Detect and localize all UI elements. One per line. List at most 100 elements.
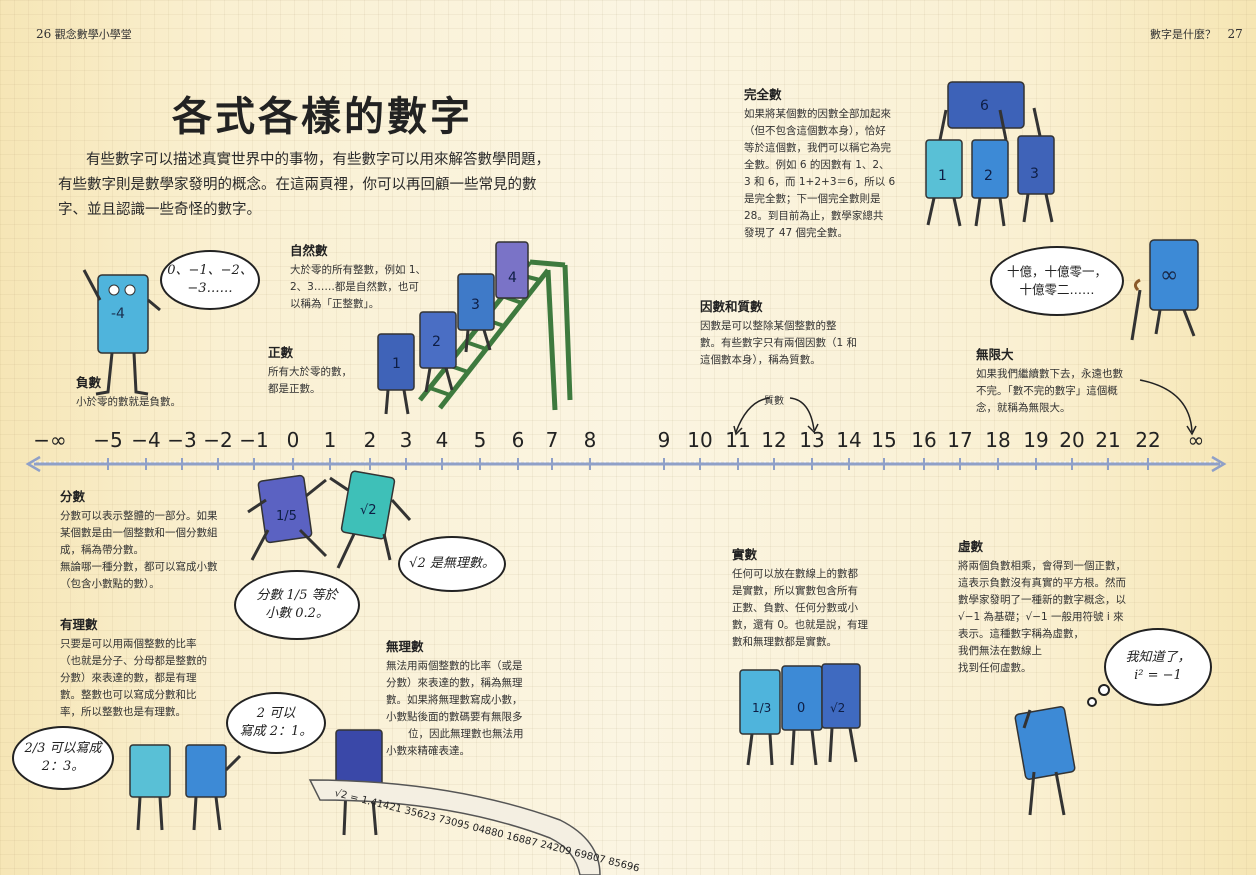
tick-label: 6 — [511, 428, 525, 452]
positive-line: 所有大於零的數， — [268, 366, 352, 378]
left-section-title: 觀念數學小學堂 — [54, 28, 132, 41]
left-page-number: 26 — [36, 27, 52, 41]
real-line: 任何可以放在數線上的數都 — [732, 568, 858, 580]
negative-character: -4 — [82, 269, 161, 396]
bubble-sqrt2: √2 是無理數。 — [398, 536, 506, 592]
stair-label-4: 4 — [508, 270, 517, 286]
tick-label: ∞ — [1187, 428, 1205, 452]
tick-label: 19 — [1023, 428, 1049, 452]
section-positive: 正數 所有大於零的數， 都是正數。 — [268, 342, 388, 398]
irrational-line: 小數來精確表達。 — [386, 745, 470, 757]
perfect-line: 3 和 6，而 1+2+3＝6，所以 6 — [744, 176, 896, 188]
imaginary-line: 表示。這種數字稱為虛數， — [958, 628, 1084, 640]
tick-label: 2 — [363, 428, 377, 452]
tick-label: −4 — [131, 428, 161, 452]
perfect-line: 如果將某個數的因數全部加起來 — [744, 108, 891, 120]
stair-label-1: 1 — [392, 356, 401, 372]
fraction-line: 無論哪一種分數，都可以寫成小數 — [60, 561, 218, 573]
prime-line: 數。有些數字只有兩個因數（1 和 — [700, 337, 858, 349]
tick-label: 0 — [286, 428, 300, 452]
intro-line: 有些數字則是數學家發明的概念。在這兩頁裡，你可以再回顧一些常見的數 — [58, 177, 537, 193]
fraction-line: 成，稱為帶分數。 — [60, 544, 144, 556]
tick-label: 5 — [473, 428, 487, 452]
rational-characters — [129, 744, 242, 831]
irrational-line: 無法用兩個整數的比率（或是 — [386, 660, 523, 672]
rational-line: 數。整數也可以寫成分數和比 — [60, 689, 197, 701]
perfect-characters: 6 1 2 3 — [925, 81, 1055, 227]
perfect-label-1: 1 — [938, 168, 947, 184]
tick-label: 22 — [1135, 428, 1161, 452]
tick-label: 7 — [545, 428, 559, 452]
fraction-line: 某個數是由一個整數和一個分數組 — [60, 527, 218, 539]
bubble-two-ratio: 2 可以寫成 2：1。 — [226, 692, 326, 754]
real-characters: 1/3 0 √2 — [739, 663, 861, 766]
tick-label: 11 — [725, 428, 751, 452]
intro-paragraph: 有些數字可以描述真實世界中的事物，有些數字可以用來解答數學問題， 有些數字則是數… — [58, 148, 598, 223]
imaginary-heading: 虛數 — [958, 539, 984, 554]
natural-line: 大於零的所有整數，例如 1、 — [290, 264, 427, 276]
perfect-label-2: 2 — [984, 168, 993, 184]
fraction-line: 分數可以表示整體的一部分。如果 — [60, 510, 218, 522]
tick-label: 20 — [1059, 428, 1085, 452]
perfect-label-6: 6 — [980, 98, 989, 114]
perfect-line: 發現了 47 個完全數。 — [744, 227, 849, 239]
prime-arrow-left — [735, 397, 771, 433]
fraction-line: （包含小數點的數）。 — [60, 578, 160, 590]
tick-label: −∞ — [33, 428, 67, 452]
tick-label: 4 — [435, 428, 449, 452]
tick-label: 12 — [761, 428, 787, 452]
perfect-heading: 完全數 — [744, 87, 782, 102]
stair-characters: 1 2 3 4 — [377, 241, 529, 415]
perfect-line: 是完全數；下一個完全數則是 — [744, 193, 881, 205]
tick-label: −2 — [203, 428, 233, 452]
infinity-heading: 無限大 — [976, 347, 1014, 362]
prime-arrow-right — [789, 397, 815, 431]
right-page-number: 27 — [1227, 27, 1243, 41]
page-header-right: 數字是什麼？ 27 — [1150, 26, 1243, 42]
fraction-char-label: 1/5 — [276, 509, 297, 524]
infinity-arrow — [1139, 379, 1193, 433]
tick-label: −5 — [93, 428, 123, 452]
imaginary-line: 我們無法在數線上 — [958, 645, 1042, 657]
bubble-line: 2 可以 — [256, 706, 296, 721]
tick-label: 9 — [657, 428, 671, 452]
fraction-characters: 1/5 √2 — [247, 470, 412, 569]
negative-character-label: -4 — [111, 306, 125, 322]
positive-heading: 正數 — [268, 345, 294, 360]
stair-label-2: 2 — [432, 334, 441, 350]
real-line: 數和無理數都是實數。 — [732, 636, 837, 648]
imaginary-line: 找到任何虛數。 — [958, 662, 1032, 674]
tick-label: 16 — [911, 428, 937, 452]
tick-label: 3 — [399, 428, 413, 452]
imaginary-line: 數學家發明了一種新的數字概念，以 — [958, 594, 1126, 606]
scroll-character — [308, 729, 601, 875]
infinity-line: 如果我們繼續數下去，永遠也數 — [976, 368, 1123, 380]
natural-heading: 自然數 — [290, 243, 328, 258]
stair-label-3: 3 — [471, 297, 480, 313]
bubble-negative: 0、−1、−2、−3…… — [160, 250, 260, 310]
imaginary-line: 這表示負數沒有真實的平方根。然而 — [958, 577, 1126, 589]
real-label-third: 1/3 — [752, 701, 771, 715]
infinity-line: 念，就稱為無限大。 — [976, 402, 1071, 414]
prime-line: 這個數本身），稱為質數。 — [700, 354, 821, 366]
intro-line: 有些數字可以描述真實世界中的事物，有些數字可以用來解答數學問題， — [86, 152, 550, 168]
bubble-line: 十億零二…… — [1019, 282, 1095, 297]
fraction-heading: 分數 — [60, 489, 86, 504]
bubble-line: √2 是無理數。 — [409, 556, 495, 571]
real-label-zero: 0 — [797, 701, 805, 716]
imaginary-character — [1014, 684, 1110, 816]
bubble-line: 我知道了， — [1125, 650, 1191, 665]
rational-heading: 有理數 — [60, 617, 98, 632]
section-imaginary: 虛數 將兩個負數相乘，會得到一個正數， 這表示負數沒有真實的平方根。然而 數學家… — [958, 536, 1158, 677]
section-infinity: 無限大 如果我們繼續數下去，永遠也數 不完。「數不完的數字」這個概 念，就稱為無… — [976, 344, 1146, 417]
infinity-character: ∞ — [1130, 239, 1199, 341]
bubble-imaginary: 我知道了，i² = −1 — [1104, 628, 1212, 706]
rational-line: 只要是可以用兩個整數的比率 — [60, 638, 197, 650]
imaginary-line: 將兩個負數相乘，會得到一個正數， — [958, 560, 1126, 572]
bubble-line: −3…… — [187, 281, 233, 296]
rational-line: 分數）來表達的數，都是有理 — [60, 672, 197, 684]
infinity-line: 不完。「數不完的數字」這個概 — [976, 385, 1118, 397]
perfect-line: （但不包含這個數本身），恰好 — [744, 125, 886, 137]
natural-line: 以稱為「正整數」。 — [290, 298, 380, 310]
section-real: 實數 任何可以放在數線上的數都 是實數，所以實數包含所有 正數、負數、任何分數或… — [732, 544, 892, 651]
